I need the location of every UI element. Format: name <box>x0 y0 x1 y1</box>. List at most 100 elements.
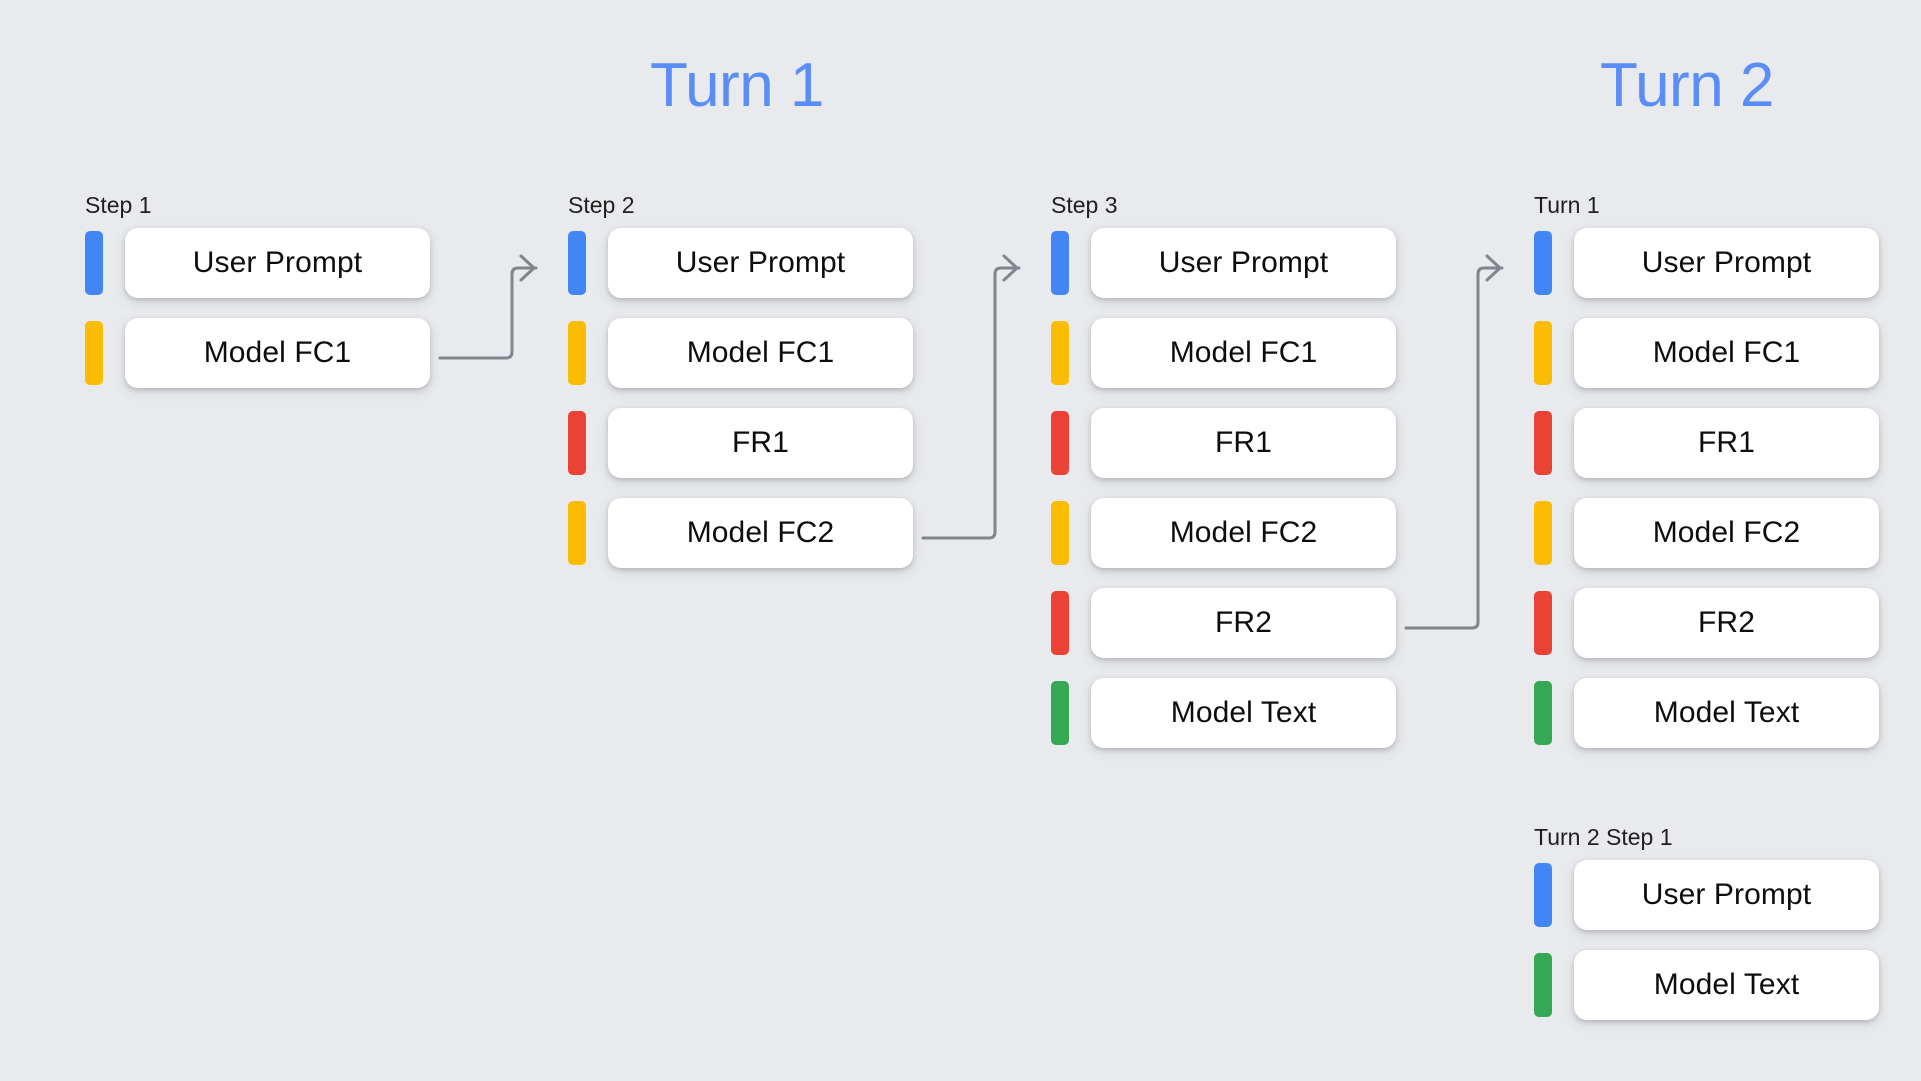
row-function-response: FR1 <box>568 408 913 478</box>
card-model-function-call[interactable]: Model FC2 <box>1091 498 1396 568</box>
card-model-function-call[interactable]: Model FC2 <box>1574 498 1879 568</box>
card-user-prompt[interactable]: User Prompt <box>1574 228 1879 298</box>
card-label: Model FC1 <box>1169 336 1318 369</box>
card-model-text[interactable]: Model Text <box>1091 678 1396 748</box>
row-function-response: FR2 <box>1051 588 1396 658</box>
column-label: Turn 1 <box>1534 192 1600 218</box>
color-bar-user-prompt <box>85 231 103 295</box>
card-label: Model FC2 <box>1169 516 1318 549</box>
card-label: User Prompt <box>192 246 363 279</box>
color-bar-user-prompt <box>1534 231 1552 295</box>
color-bar-model-function-call <box>568 321 586 385</box>
color-bar-model-function-call <box>1534 501 1552 565</box>
row-function-response: FR1 <box>1051 408 1396 478</box>
card-function-response[interactable]: FR1 <box>608 408 913 478</box>
card-label: Model FC1 <box>686 336 835 369</box>
color-bar-model-function-call <box>1051 501 1069 565</box>
color-bar-model-text <box>1051 681 1069 745</box>
row-model-text: Model Text <box>1534 950 1879 1020</box>
color-bar-model-function-call <box>1534 321 1552 385</box>
color-bar-user-prompt <box>1534 863 1552 927</box>
color-bar-model-function-call <box>85 321 103 385</box>
turn-2-title: Turn 2 <box>1600 51 1774 120</box>
row-model-function-call: Model FC1 <box>1051 318 1396 388</box>
card-label: Model FC2 <box>686 516 835 549</box>
row-user-prompt: User Prompt <box>1534 860 1879 930</box>
color-bar-function-response <box>1051 411 1069 475</box>
card-model-function-call[interactable]: Model FC1 <box>1574 318 1879 388</box>
color-bar-user-prompt <box>1051 231 1069 295</box>
card-function-response[interactable]: FR1 <box>1574 408 1879 478</box>
connector-step2-to-step3 <box>921 254 1021 540</box>
column-label: Step 2 <box>568 192 635 218</box>
color-bar-function-response <box>1534 591 1552 655</box>
row-model-text: Model Text <box>1051 678 1396 748</box>
color-bar-function-response <box>568 411 586 475</box>
card-label: FR1 <box>1698 426 1755 459</box>
color-bar-model-function-call <box>568 501 586 565</box>
card-model-function-call[interactable]: Model FC2 <box>608 498 913 568</box>
color-bar-model-function-call <box>1051 321 1069 385</box>
row-user-prompt: User Prompt <box>1534 228 1879 298</box>
card-label: User Prompt <box>1158 246 1329 279</box>
row-model-function-call: Model FC2 <box>1534 498 1879 568</box>
row-user-prompt: User Prompt <box>568 228 913 298</box>
card-user-prompt[interactable]: User Prompt <box>1091 228 1396 298</box>
card-label: Model Text <box>1653 968 1800 1001</box>
card-label: FR2 <box>1215 606 1272 639</box>
column-label: Step 3 <box>1051 192 1118 218</box>
row-model-text: Model Text <box>1534 678 1879 748</box>
row-function-response: FR2 <box>1534 588 1879 658</box>
card-label: FR1 <box>1215 426 1272 459</box>
row-user-prompt: User Prompt <box>85 228 430 298</box>
card-model-text[interactable]: Model Text <box>1574 950 1879 1020</box>
color-bar-model-text <box>1534 953 1552 1017</box>
row-function-response: FR1 <box>1534 408 1879 478</box>
card-label: FR1 <box>732 426 789 459</box>
card-label: Model FC1 <box>203 336 352 369</box>
card-user-prompt[interactable]: User Prompt <box>125 228 430 298</box>
connector-step3-to-turn2 <box>1404 254 1504 630</box>
card-label: User Prompt <box>1641 246 1812 279</box>
turn-1-title: Turn 1 <box>650 51 824 120</box>
card-label: Model FC2 <box>1652 516 1801 549</box>
column-label: Step 1 <box>85 192 152 218</box>
connector-step1-to-step2 <box>438 254 538 360</box>
color-bar-function-response <box>1534 411 1552 475</box>
card-label: User Prompt <box>1641 878 1812 911</box>
card-model-function-call[interactable]: Model FC1 <box>1091 318 1396 388</box>
column-label: Turn 2 Step 1 <box>1534 824 1673 850</box>
row-model-function-call: Model FC2 <box>568 498 913 568</box>
color-bar-model-text <box>1534 681 1552 745</box>
card-function-response[interactable]: FR2 <box>1574 588 1879 658</box>
card-label: User Prompt <box>675 246 846 279</box>
row-user-prompt: User Prompt <box>1051 228 1396 298</box>
card-label: Model FC1 <box>1652 336 1801 369</box>
card-model-function-call[interactable]: Model FC1 <box>125 318 430 388</box>
card-user-prompt[interactable]: User Prompt <box>1574 860 1879 930</box>
card-model-text[interactable]: Model Text <box>1574 678 1879 748</box>
color-bar-user-prompt <box>568 231 586 295</box>
row-model-function-call: Model FC1 <box>568 318 913 388</box>
card-label: Model Text <box>1170 696 1317 729</box>
row-model-function-call: Model FC1 <box>1534 318 1879 388</box>
row-model-function-call: Model FC1 <box>85 318 430 388</box>
card-user-prompt[interactable]: User Prompt <box>608 228 913 298</box>
color-bar-function-response <box>1051 591 1069 655</box>
card-function-response[interactable]: FR1 <box>1091 408 1396 478</box>
card-label: Model Text <box>1653 696 1800 729</box>
card-function-response[interactable]: FR2 <box>1091 588 1396 658</box>
row-model-function-call: Model FC2 <box>1051 498 1396 568</box>
card-model-function-call[interactable]: Model FC1 <box>608 318 913 388</box>
